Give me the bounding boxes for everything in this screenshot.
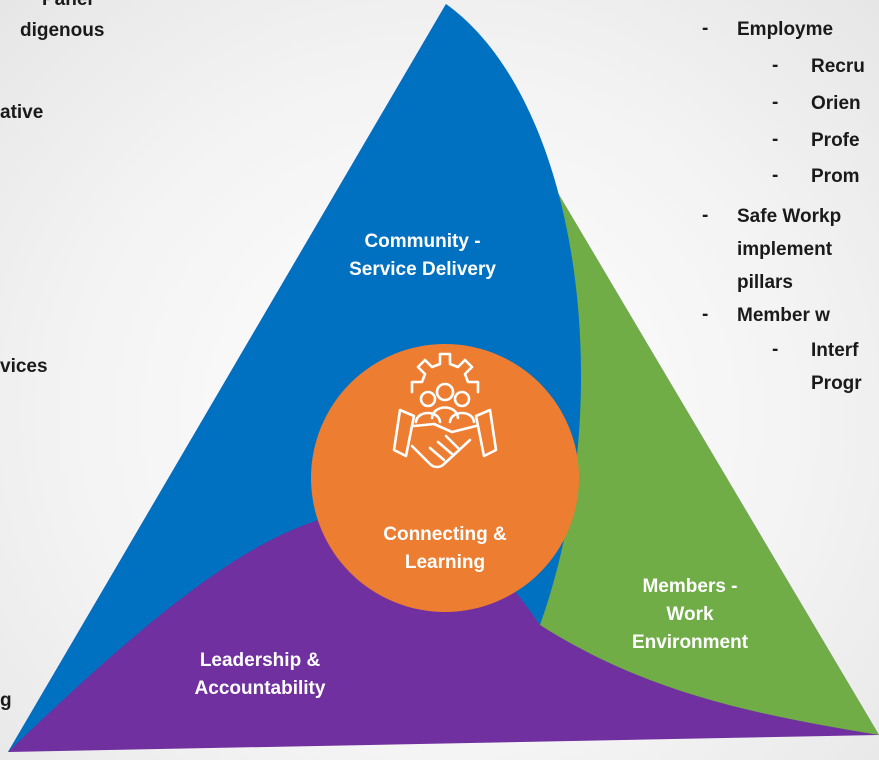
list-item-employment: Employme	[737, 19, 834, 40]
list-dash: -	[772, 129, 779, 150]
list-item-orientation: Orien	[811, 93, 861, 114]
members-label: Members - Work Environment	[590, 573, 790, 657]
list-item-pillars: pillars	[737, 272, 793, 293]
list-item-implement: implement	[737, 239, 833, 260]
members-label-line-2: Work	[666, 604, 714, 625]
center-label: Connecting & Learning	[345, 521, 545, 577]
list-item-promotion: Prom	[811, 166, 860, 187]
list-dash: -	[772, 55, 779, 76]
list-item-recruit: Recru	[811, 56, 865, 77]
community-segment	[8, 4, 582, 752]
center-label-line-2: Learning	[404, 552, 486, 573]
list-item-professional: Profe	[811, 130, 860, 151]
list-item-program: Progr	[811, 373, 862, 394]
list-dash: -	[702, 205, 709, 226]
list-item-interfaith: Interf	[811, 340, 859, 361]
left-text-line-3: ative	[0, 102, 44, 123]
list-dash: -	[772, 339, 779, 360]
members-label-line-1: Members -	[642, 576, 738, 597]
list-dash: -	[702, 304, 709, 325]
community-label-line-2: Service Delivery	[349, 259, 496, 280]
left-text-line-5: g	[0, 690, 12, 711]
list-item-safe-workplace: Safe Workp	[737, 206, 842, 227]
leadership-label-line-1: Leadership &	[199, 650, 321, 671]
leadership-label-line-2: Accountability	[194, 678, 326, 699]
list-dash: -	[772, 92, 779, 113]
community-label-line-1: Community -	[364, 231, 481, 252]
left-text-line-2: digenous	[20, 20, 105, 41]
left-text-line-1: Panel	[42, 0, 93, 9]
community-label: Community - Service Delivery	[300, 228, 545, 284]
leadership-label: Leadership & Accountability	[150, 647, 370, 703]
center-circle	[311, 344, 579, 612]
left-text-line-4: vices	[0, 356, 48, 377]
center-label-line-1: Connecting &	[383, 524, 507, 545]
members-label-line-3: Environment	[631, 632, 749, 653]
team-collaboration-handshake-icon	[392, 352, 498, 469]
list-dash: -	[702, 18, 709, 39]
list-dash: -	[772, 165, 779, 186]
list-item-member-wellness: Member w	[737, 305, 830, 326]
